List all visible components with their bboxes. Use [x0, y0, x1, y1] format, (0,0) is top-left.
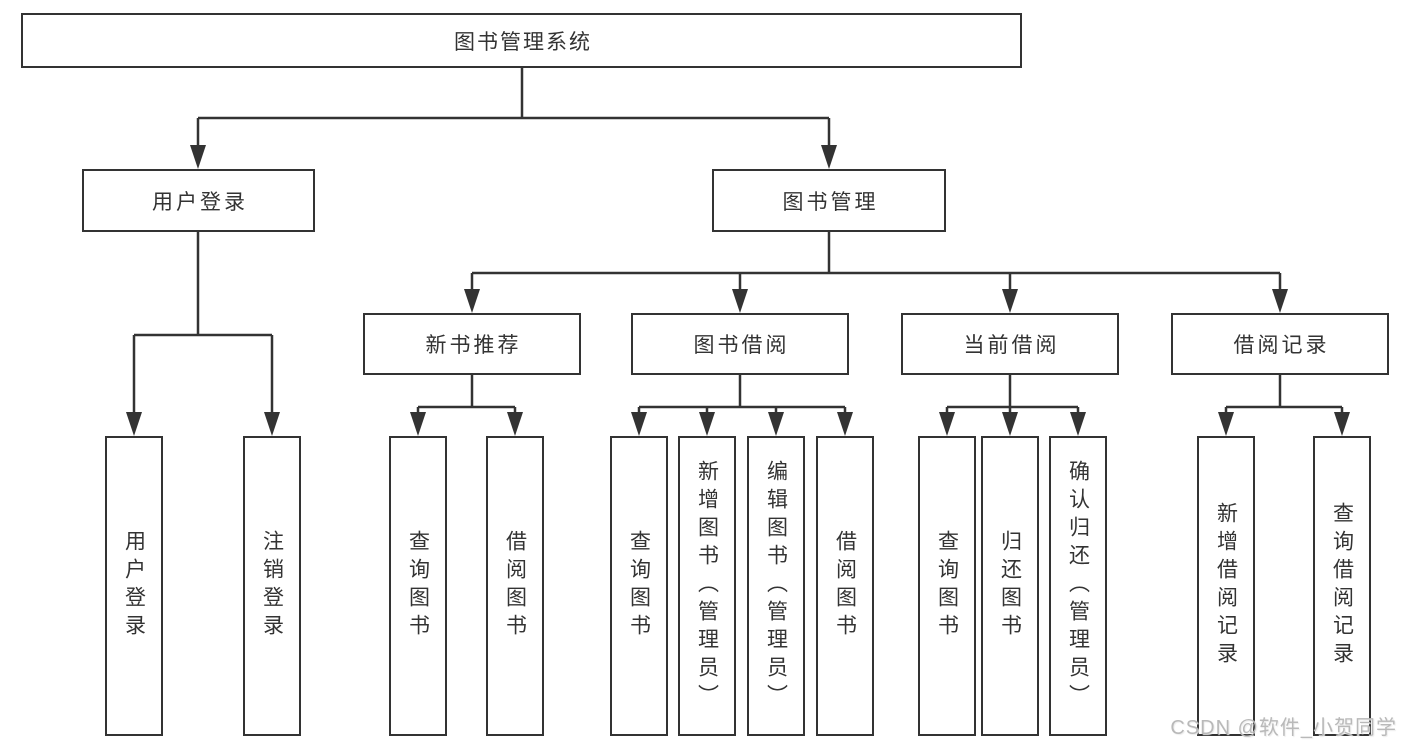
arrowhead	[1002, 412, 1018, 436]
node-leaf-query-borrow-record: 查询借阅记录	[1313, 436, 1371, 736]
arrowhead	[190, 145, 206, 169]
arrowhead	[1070, 412, 1086, 436]
connector-borrow-record-children	[1218, 375, 1350, 436]
connector-user-login-children	[126, 232, 280, 436]
node-leaf-edit-book-admin: 编辑图书（管理员）	[747, 436, 805, 736]
arrowhead	[768, 412, 784, 436]
node-leaf-logout: 注销登录	[243, 436, 301, 736]
arrowhead	[837, 412, 853, 436]
arrowhead	[264, 412, 280, 436]
connector-current-borrow-children	[939, 375, 1086, 436]
arrowhead	[464, 289, 480, 313]
arrowhead	[631, 412, 647, 436]
node-new-book-recommend: 新书推荐	[363, 313, 581, 375]
node-leaf-query-book-recommend: 查询图书	[389, 436, 447, 736]
node-leaf-borrow-book: 借阅图书	[816, 436, 874, 736]
arrowhead	[507, 412, 523, 436]
node-leaf-user-login: 用户登录	[105, 436, 163, 736]
node-borrow-record: 借阅记录	[1171, 313, 1389, 375]
arrowhead	[821, 145, 837, 169]
node-leaf-query-book-current: 查询图书	[918, 436, 976, 736]
csdn-watermark: CSDN @软件_小贺同学	[1170, 717, 1397, 739]
node-current-borrow: 当前借阅	[901, 313, 1119, 375]
arrowhead	[1002, 289, 1018, 313]
node-user-login: 用户登录	[82, 169, 315, 232]
node-book-borrow: 图书借阅	[631, 313, 849, 375]
connector-new-book-children	[410, 375, 523, 436]
arrowhead	[1334, 412, 1350, 436]
arrowhead	[939, 412, 955, 436]
node-leaf-confirm-return-admin: 确认归还（管理员）	[1049, 436, 1107, 736]
arrowhead	[1272, 289, 1288, 313]
connector-root-to-level2	[190, 68, 837, 169]
node-leaf-add-book-admin: 新增图书（管理员）	[678, 436, 736, 736]
node-leaf-return-book: 归还图书	[981, 436, 1039, 736]
node-leaf-query-book-borrow: 查询图书	[610, 436, 668, 736]
arrowhead	[410, 412, 426, 436]
node-book-management: 图书管理	[712, 169, 946, 232]
arrowhead	[732, 289, 748, 313]
arrowhead	[699, 412, 715, 436]
arrowhead	[1218, 412, 1234, 436]
arrowhead	[126, 412, 142, 436]
connector-book-management-children	[464, 232, 1288, 313]
node-system-root: 图书管理系统	[21, 13, 1022, 68]
connector-book-borrow-children	[631, 375, 853, 436]
node-leaf-borrow-book-recommend: 借阅图书	[486, 436, 544, 736]
node-leaf-add-borrow-record: 新增借阅记录	[1197, 436, 1255, 736]
